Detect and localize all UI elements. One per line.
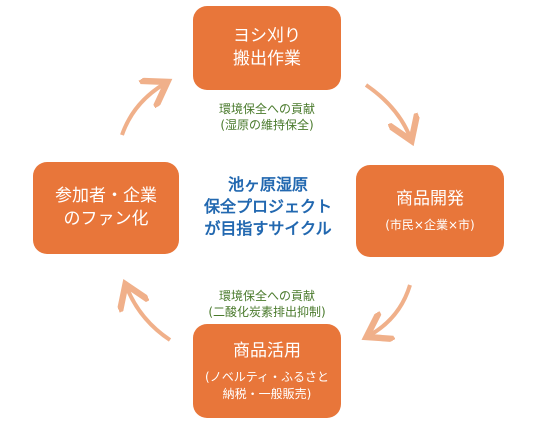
center-title-line3: が目指すサイクル [204, 219, 332, 238]
center-title-line1: 池ヶ原湿原 [227, 175, 308, 194]
box-fan-building-line2: のファン化 [63, 209, 149, 229]
box-fan-building: 参加者・企業 のファン化 [33, 162, 179, 254]
box-product-use-sub-line2: 納税・一般販売) [222, 386, 312, 401]
box-product-use-title: 商品活用 [233, 340, 301, 361]
note-top-line1: 環境保全への貢献 [218, 102, 315, 116]
box-product-development-title: 商品開発 [396, 189, 464, 209]
center-title-line2: 保全プロジェクト [203, 197, 332, 216]
note-bottom: 環境保全への貢献 (二酸化炭素排出抑制) [177, 288, 357, 320]
box-product-use-sub-line1: (ノベルティ・ふるさと [205, 369, 329, 384]
note-top-line2: (湿原の維持保全) [220, 118, 314, 132]
box-product-development: 商品開発 (市民×企業×市) [356, 165, 504, 257]
box-product-development-sub: (市民×企業×市) [385, 218, 475, 232]
box-fan-building-line1: 参加者・企業 [55, 186, 157, 206]
box-reed-cutting-line2: 搬出作業 [233, 49, 301, 69]
note-top: 環境保全への貢献 (湿原の維持保全) [177, 101, 357, 133]
center-title: 池ヶ原湿原 保全プロジェクト が目指すサイクル [183, 174, 353, 240]
arrow-bottom-to-left [127, 288, 172, 342]
box-reed-cutting-line1: ヨシ刈り [233, 26, 301, 46]
arrow-top-to-right [364, 83, 410, 137]
note-bottom-line1: 環境保全への貢献 [218, 289, 315, 303]
box-product-use-sub: (ノベルティ・ふるさと 納税・一般販売) [205, 369, 329, 403]
box-product-use: 商品活用 (ノベルティ・ふるさと 納税・一般販売) [193, 324, 341, 418]
note-bottom-line2: (二酸化炭素排出抑制) [208, 305, 326, 319]
arrow-right-to-bottom [370, 284, 412, 335]
box-reed-cutting: ヨシ刈り 搬出作業 [193, 6, 341, 90]
arrow-left-to-top [120, 84, 164, 136]
